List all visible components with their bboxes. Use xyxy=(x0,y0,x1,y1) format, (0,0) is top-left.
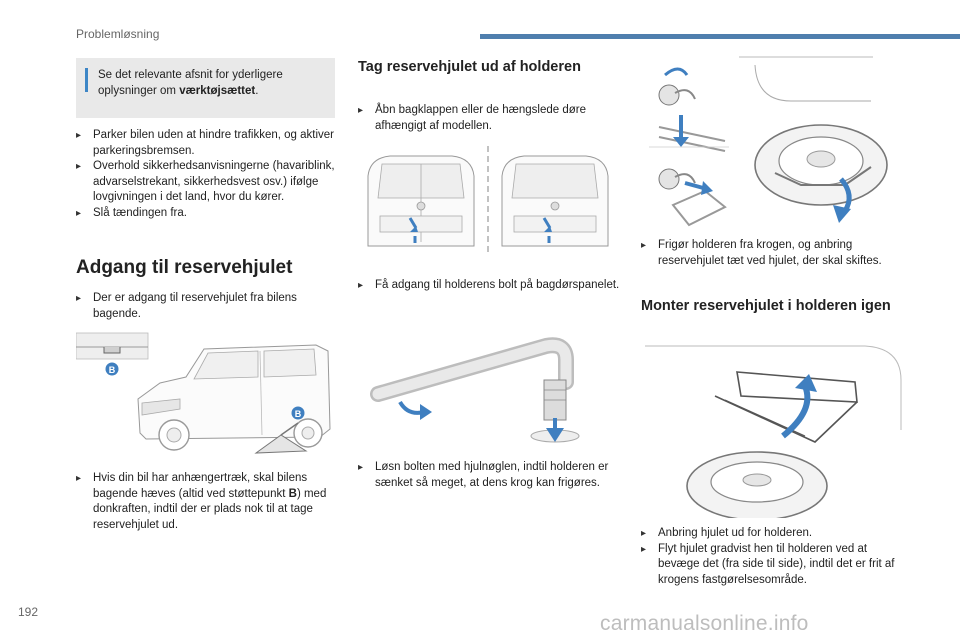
section-title: Problemløsning xyxy=(76,27,160,41)
arrow-icon xyxy=(410,226,418,232)
refit-list: ▸Anbring hjulet ud for holderen. ▸Flyt h… xyxy=(641,526,907,588)
list-item: ▸Overhold sikkerhedsanvisningerne (havar… xyxy=(76,160,335,203)
list-item: ▸Frigør holderen fra krogen, og anbring … xyxy=(641,239,882,267)
trailer-list: ▸Hvis din bil har anhængertræk, skal bil… xyxy=(76,471,338,533)
info-note-text: Se det relevante afsnit for yderligere o… xyxy=(98,69,283,97)
release-list: ▸Frigør holderen fra krogen, og anbring … xyxy=(641,238,907,269)
list-item: ▸Anbring hjulet ud for holderen. xyxy=(641,526,907,542)
spare-wheel-refit-illustration xyxy=(645,345,902,518)
arrow-down-icon xyxy=(546,428,564,442)
arrow-icon xyxy=(544,226,552,232)
list-item: ▸Få adgang til holderens bolt på bagdørs… xyxy=(358,278,620,294)
arrow-bullet-icon: ▸ xyxy=(358,462,364,473)
label-b: B xyxy=(109,365,116,375)
arrow-bullet-icon: ▸ xyxy=(76,161,82,172)
arrow-bullet-icon: ▸ xyxy=(358,105,364,116)
open-list: ▸Åbn bagklappen eller de hængslede døre … xyxy=(358,103,620,134)
support-point-b-icon xyxy=(291,406,305,420)
arrow-bullet-icon: ▸ xyxy=(76,473,82,484)
section-heading: Monter reservehjulet i holderen igen xyxy=(641,298,891,314)
arrow-bullet-icon: ▸ xyxy=(76,130,82,141)
loosen-list: ▸Løsn bolten med hjulnøglen, indtil hold… xyxy=(358,460,620,491)
access-list: ▸Der er adgang til reservehjulet fra bil… xyxy=(76,291,338,322)
label-b: B xyxy=(295,409,302,419)
arrow-bullet-icon: ▸ xyxy=(641,543,647,555)
rotate-arrow-icon xyxy=(420,404,432,420)
arrow-up-icon xyxy=(795,374,817,392)
list-item: ▸Der er adgang til reservehjulet fra bil… xyxy=(76,292,297,320)
arrow-icon xyxy=(701,181,713,195)
arrow-bullet-icon: ▸ xyxy=(641,528,647,539)
arrow-bullet-icon: ▸ xyxy=(76,207,82,219)
section-heading: Adgang til reservehjulet xyxy=(76,257,293,278)
arrow-down-icon xyxy=(673,137,689,147)
section-heading: Tag reservehjulet ud af holderen xyxy=(358,59,581,75)
list-item: ▸Parker bilen uden at hindre trafikken, … xyxy=(76,129,334,157)
info-icon xyxy=(85,68,88,92)
rear-doors-illustration xyxy=(367,146,609,256)
list-item: ▸Hvis din bil har anhængertræk, skal bil… xyxy=(76,472,327,531)
list-item: ▸Løsn bolten med hjulnøglen, indtil hold… xyxy=(358,461,609,489)
list-item: ▸Flyt hjulet gradvist hen til holderen v… xyxy=(641,542,895,586)
arrow-bullet-icon: ▸ xyxy=(76,293,82,304)
header-accent-bar xyxy=(480,34,960,39)
support-point-b-icon xyxy=(105,362,119,376)
arrow-bullet-icon: ▸ xyxy=(358,280,364,291)
page-number: 192 xyxy=(18,605,39,619)
watermark: carmanualsonline.info xyxy=(600,612,809,635)
list-item: ▸Åbn bagklappen eller de hængslede døre … xyxy=(358,104,586,132)
bolt-access-list: ▸Få adgang til holderens bolt på bagdørs… xyxy=(358,278,620,294)
arrow-icon xyxy=(833,205,851,223)
list-item: ▸Slå tændingen fra. xyxy=(76,206,338,222)
wheel-brace-illustration xyxy=(370,337,580,443)
spare-wheel-release-illustration xyxy=(645,55,888,227)
van-jack-illustration: B B xyxy=(76,332,331,454)
precaution-list: ▸Parker bilen uden at hindre trafikken, … xyxy=(76,128,338,221)
arrow-bullet-icon: ▸ xyxy=(641,240,647,251)
info-note: Se det relevante afsnit for yderligere o… xyxy=(76,58,335,118)
